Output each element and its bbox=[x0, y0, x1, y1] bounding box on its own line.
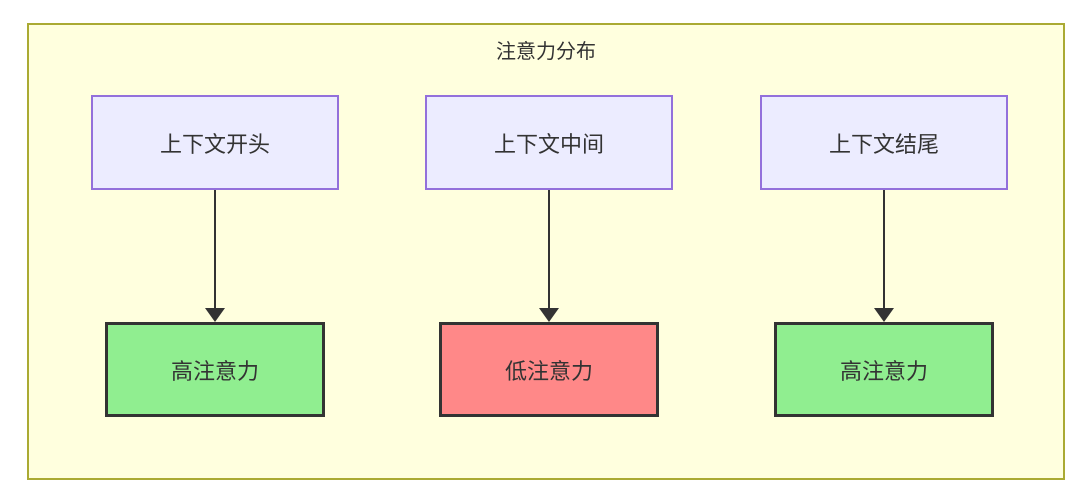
flow-column-context-start: 上下文开头 高注意力 bbox=[91, 95, 339, 417]
flow-column-context-end: 上下文结尾 高注意力 bbox=[760, 95, 1008, 417]
target-node-high-attention: 高注意力 bbox=[105, 322, 325, 417]
target-node-high-attention: 高注意力 bbox=[774, 322, 994, 417]
target-node-low-attention: 低注意力 bbox=[439, 322, 659, 417]
source-node-context-start: 上下文开头 bbox=[91, 95, 339, 190]
source-node-context-middle: 上下文中间 bbox=[425, 95, 673, 190]
source-node-label: 上下文结尾 bbox=[828, 131, 939, 157]
source-node-label: 上下文中间 bbox=[493, 131, 604, 157]
source-node-context-end: 上下文结尾 bbox=[760, 95, 1008, 190]
flow-column-context-middle: 上下文中间 低注意力 bbox=[425, 95, 673, 417]
target-node-label: 高注意力 bbox=[170, 358, 259, 384]
arrow-down bbox=[539, 190, 559, 322]
diagram-title: 注意力分布 bbox=[496, 41, 596, 63]
arrow-down bbox=[874, 190, 894, 322]
arrow-line bbox=[214, 190, 216, 308]
target-node-label: 高注意力 bbox=[839, 358, 928, 384]
target-node-label: 低注意力 bbox=[504, 358, 593, 384]
arrow-down bbox=[205, 190, 225, 322]
arrow-head-icon bbox=[539, 308, 559, 322]
arrow-head-icon bbox=[874, 308, 894, 322]
arrow-line bbox=[548, 190, 550, 308]
arrow-head-icon bbox=[205, 308, 225, 322]
arrow-line bbox=[883, 190, 885, 308]
source-node-label: 上下文开头 bbox=[159, 131, 270, 157]
attention-distribution-group: 注意力分布 上下文开头 高注意力 上下文中间 低注意力 bbox=[27, 23, 1065, 480]
